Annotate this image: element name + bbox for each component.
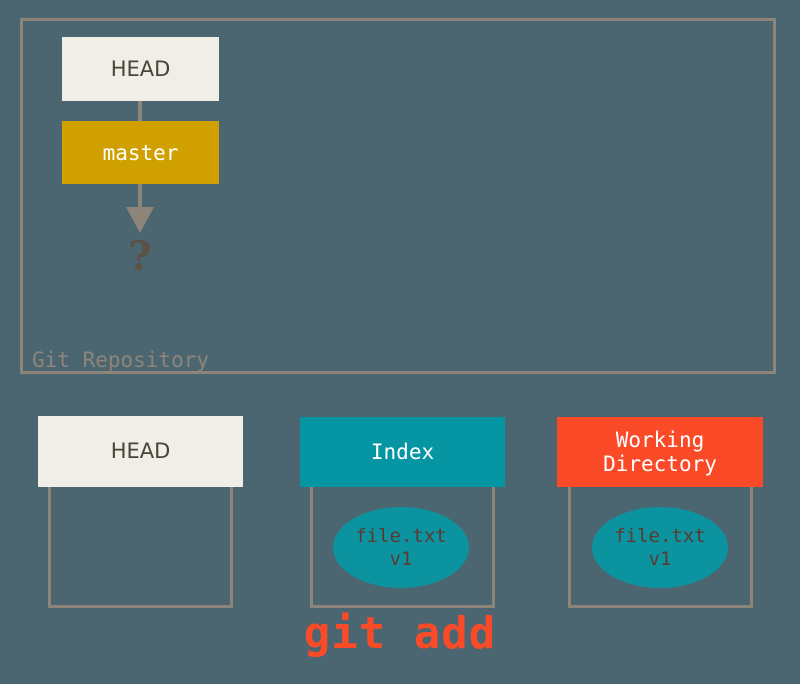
- command-caption: git add: [303, 608, 497, 659]
- arrow-down-icon: [126, 207, 154, 233]
- area-index-header: Index: [300, 417, 505, 487]
- repo-node-master: master: [62, 121, 219, 184]
- git-repository-label: Git Repository: [32, 348, 210, 372]
- connector-head-to-master: [138, 101, 142, 121]
- repo-node-unknown-commit: ?: [128, 233, 152, 280]
- repo-node-head: HEAD: [62, 37, 219, 101]
- area-head-body: [48, 487, 233, 608]
- file-blob-working-directory: file.txt v1: [592, 507, 728, 588]
- git-repository-frame: [20, 18, 776, 374]
- area-head-header: HEAD: [38, 416, 243, 487]
- connector-master-to-unknown: [138, 184, 142, 209]
- file-blob-index: file.txt v1: [333, 507, 469, 588]
- area-working-directory-body: [568, 487, 753, 608]
- area-index-body: [310, 487, 495, 608]
- area-working-directory-header: Working Directory: [557, 417, 763, 487]
